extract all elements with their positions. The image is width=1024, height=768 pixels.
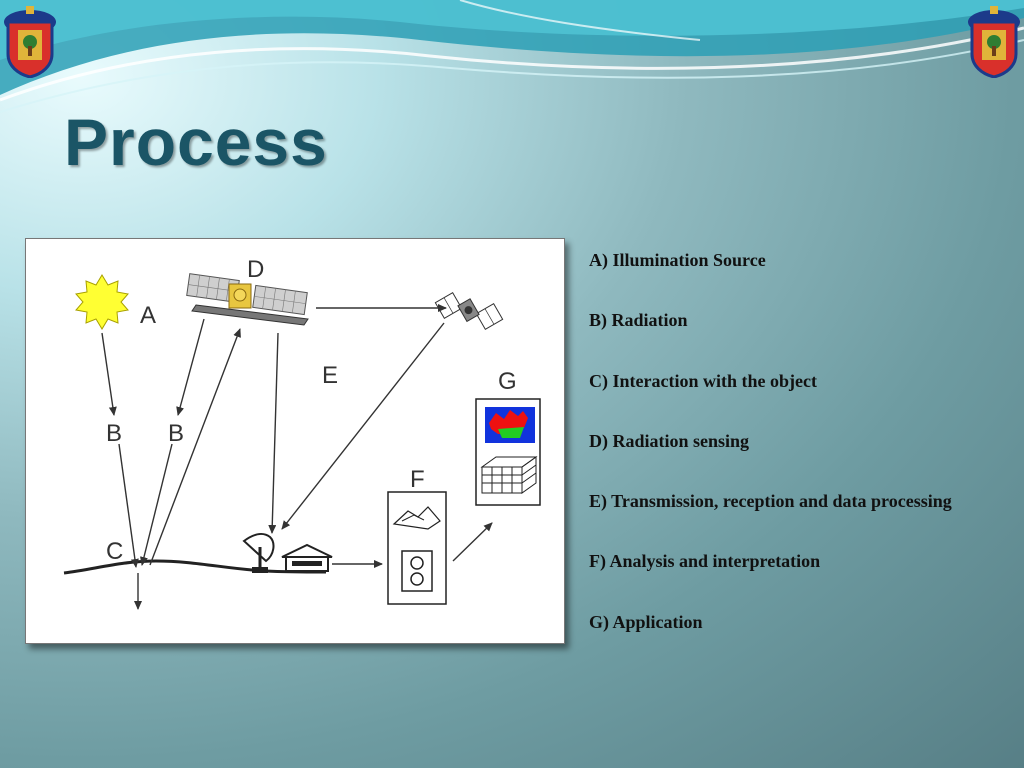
legend-item-f: F) Analysis and interpretation: [589, 551, 821, 572]
process-legend: A) Illumination Source B) Radiation C) I…: [589, 250, 1019, 672]
label-b-right: B: [168, 420, 184, 447]
label-b-left: B: [106, 420, 122, 447]
arrow-f-to-g: [452, 522, 493, 562]
legend-item-g: G) Application: [589, 611, 703, 632]
university-crest-left: [4, 6, 56, 78]
legend-item-d: D) Radiation sensing: [589, 430, 750, 451]
label-a: A: [140, 302, 156, 329]
legend-item-b: B) Radiation: [589, 310, 688, 331]
analysis-box: [387, 491, 447, 605]
label-d: D: [247, 256, 264, 283]
satellite-sensor-icon: [186, 273, 309, 326]
header-swoosh: [0, 0, 1024, 113]
arrow-b-to-ground-2: [140, 443, 173, 566]
arrow-relay-to-dish: [281, 322, 445, 530]
arrow-satellite-to-b: [176, 318, 205, 416]
sun-icon: [75, 274, 129, 330]
receiving-dish-icon: [242, 533, 275, 573]
label-e: E: [322, 362, 338, 389]
arrow-b-to-ground: [118, 443, 139, 568]
label-c: C: [106, 538, 123, 565]
legend-item-a: A) Illumination Source: [589, 250, 766, 270]
label-g: G: [498, 368, 517, 395]
university-crest-right: [968, 6, 1020, 78]
ground-station-icon: [281, 543, 333, 572]
legend-item-c: C) Interaction with the object: [589, 370, 817, 391]
process-diagram: A B B C D E F G: [25, 238, 565, 644]
arrow-ground-to-satellite: [149, 328, 241, 566]
arrow-sun-to-b: [101, 332, 117, 416]
legend-item-e: E) Transmission, reception and data proc…: [589, 491, 952, 512]
label-f: F: [410, 466, 425, 493]
application-box: [475, 398, 541, 506]
relay-satellite-icon: [434, 292, 504, 330]
arrow-satellite-to-dish: [268, 332, 279, 534]
slide-title: Process: [64, 105, 328, 179]
